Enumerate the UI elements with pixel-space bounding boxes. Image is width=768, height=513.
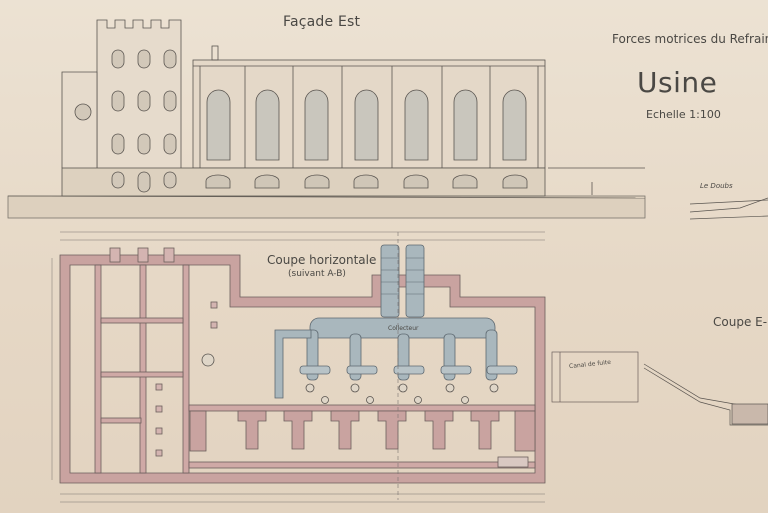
company-label: Forces motrices du Refrain — [612, 32, 768, 46]
facade-elevation — [7, 19, 646, 219]
collector-label: Collecteur — [388, 325, 419, 332]
plant-title: Usine — [637, 66, 718, 99]
outer-wall — [59, 254, 546, 484]
section-title: Coupe E-F — [713, 315, 768, 329]
plan-title: Coupe horizontale — [267, 253, 377, 267]
penstock-left — [380, 244, 400, 318]
river-label: Le Doubs — [700, 182, 733, 190]
scale-label: Echelle 1:100 — [646, 108, 721, 121]
penstock-collector — [201, 244, 518, 404]
penstock-right — [405, 244, 425, 318]
plan-subtitle: (suivant A-B) — [288, 269, 346, 279]
floor-plan — [51, 231, 639, 503]
section-ef — [643, 197, 768, 426]
ground-strip — [7, 195, 646, 219]
left-wing — [61, 71, 98, 168]
facade-title: Façade Est — [283, 14, 361, 30]
